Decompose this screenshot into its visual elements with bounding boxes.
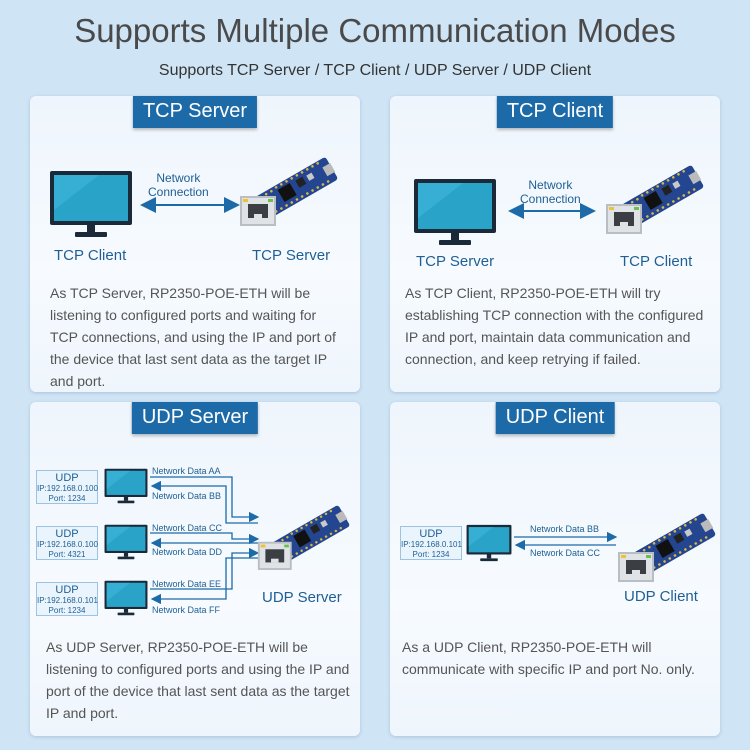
tcp-client-description: As TCP Client, RP2350-POE-ETH will try e…	[405, 285, 704, 367]
double-arrow-icon	[514, 531, 618, 551]
udp-client-description: As a UDP Client, RP2350-POE-ETH will com…	[402, 639, 695, 677]
tcp-server-tag: TCP Server	[132, 96, 258, 128]
udp-data-label: Network Data BB	[530, 524, 600, 534]
connector-arrows	[150, 476, 260, 605]
monitor-icon	[48, 170, 134, 238]
page-title: Supports Multiple Communication Modes	[74, 12, 676, 49]
udp-data-label: Network Data BB	[152, 491, 222, 501]
panel-tcp-client: TCP Client Network Connection TCP Server…	[390, 96, 720, 392]
udp-data-label: Network Data DD	[152, 547, 223, 557]
udp-client-tag: UDP Client	[495, 402, 615, 434]
udp-data-label: Network Data CC	[530, 548, 601, 558]
udp-client-box: UDP IP:192.168.0.100 Port: 4321	[36, 526, 98, 560]
tcp-client-left-label: TCP Server	[416, 253, 495, 270]
udp-data-label: Network Data FF	[152, 605, 221, 615]
tcp-server-connection-label: Network Connection	[148, 171, 209, 199]
tcp-server-description: As TCP Server, RP2350-POE-ETH will be li…	[50, 285, 336, 389]
board-icon	[616, 508, 716, 588]
board-icon	[256, 500, 350, 576]
udp-server-description: As UDP Server, RP2350-POE-ETH will be li…	[46, 639, 350, 721]
monitor-icon	[412, 178, 498, 246]
udp-client-box: UDP IP:192.168.0.101 Port: 1234	[36, 582, 98, 616]
page-subtitle: Supports TCP Server / TCP Client / UDP S…	[158, 62, 592, 79]
panel-udp-server: UDP Server UDP IP:192.168.0.100 Port: 12…	[30, 402, 360, 736]
udp-data-label: Network Data EE	[152, 579, 222, 589]
panel-tcp-server: TCP Server Network Connection TCP Client…	[30, 96, 360, 392]
board-icon	[238, 152, 338, 232]
udp-server-tag: UDP Server	[131, 402, 259, 434]
udp-peer-box: UDP IP:192.168.0.101 Port: 1234	[400, 526, 462, 560]
tcp-server-right-label: TCP Server	[252, 247, 331, 264]
udp-data-label: Network Data CC	[152, 523, 223, 533]
udp-data-label: Network Data AA	[152, 466, 221, 476]
udp-server-device-label: UDP Server	[262, 589, 342, 606]
board-icon	[604, 160, 704, 240]
tcp-client-tag: TCP Client	[496, 96, 614, 128]
udp-client-box: UDP IP:192.168.0.100 Port: 1234	[36, 470, 98, 504]
tcp-client-right-label: TCP Client	[620, 253, 693, 270]
tcp-server-left-label: TCP Client	[54, 247, 127, 264]
udp-client-device-label: UDP Client	[624, 588, 698, 605]
double-arrow-icon	[140, 197, 240, 213]
double-arrow-icon	[508, 203, 596, 219]
tcp-client-connection-label: Network Connection	[520, 178, 581, 206]
panel-udp-client: UDP Client UDP IP:192.168.0.101 Port: 12…	[390, 402, 720, 736]
